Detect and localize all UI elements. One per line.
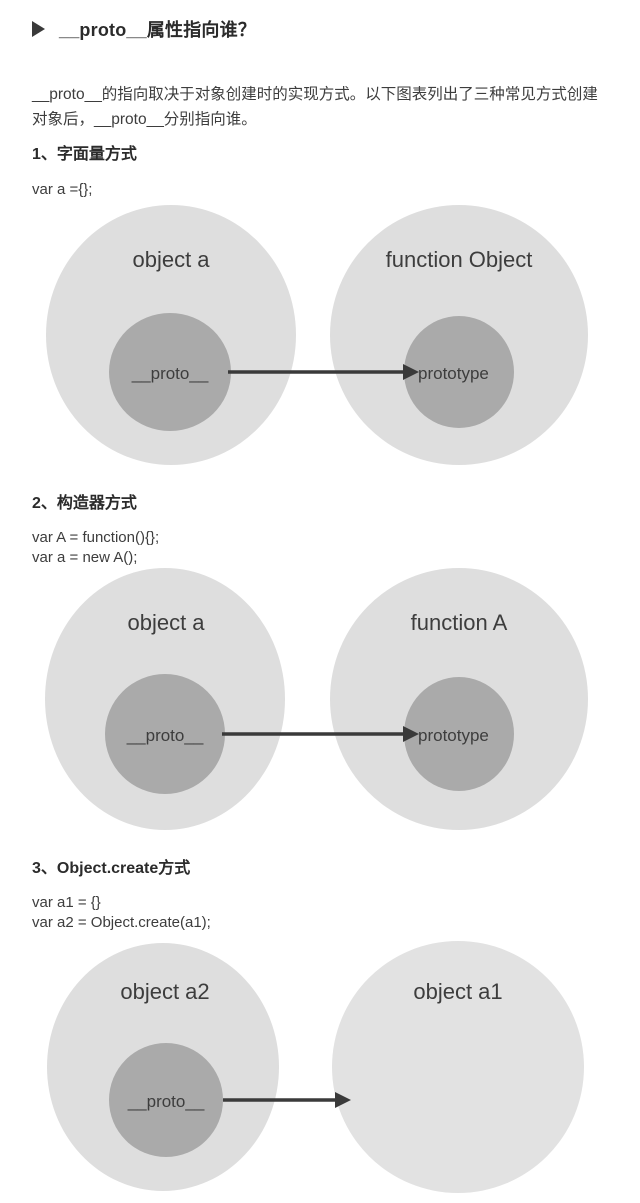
arrow-head-2 bbox=[403, 726, 419, 742]
code-block-2: var A = function(){}; var a = new A(); bbox=[32, 529, 160, 566]
diagram-3: object a2 object a1 __proto__ bbox=[0, 933, 640, 1203]
inner-circle-left bbox=[109, 313, 231, 431]
outer-label-right-2: function A bbox=[411, 610, 508, 635]
inner-circle-left bbox=[109, 1043, 223, 1157]
section-header-1: 1、字面量方式 bbox=[32, 146, 137, 163]
inner-label-left-3: __proto__ bbox=[127, 1092, 205, 1111]
triangle-right-icon bbox=[32, 21, 45, 37]
outer-circle-right bbox=[332, 941, 584, 1193]
intro-paragraph: __proto__的指向取决于对象创建时的实现方式。以下图表列出了三种常见方式创… bbox=[32, 85, 598, 128]
arrow-head-3 bbox=[335, 1092, 351, 1108]
section-header-2: 2、构造器方式 bbox=[32, 495, 137, 512]
inner-label-left-1: __proto__ bbox=[131, 364, 209, 383]
outer-label-left-3: object a2 bbox=[120, 979, 209, 1004]
outer-label-right-3: object a1 bbox=[413, 979, 502, 1004]
inner-circle-right bbox=[404, 677, 514, 791]
section-header-3: 3、Object.create方式 bbox=[32, 860, 191, 877]
inner-label-left-2: __proto__ bbox=[126, 726, 204, 745]
outer-label-right-1: function Object bbox=[386, 247, 533, 272]
diagram-2: object a function A __proto__ prototype bbox=[0, 568, 640, 830]
inner-circle-right bbox=[404, 316, 514, 428]
diagram-1: object a function Object __proto__ proto… bbox=[0, 205, 640, 465]
page-title-text: __proto__属性指向谁？ bbox=[59, 20, 257, 40]
inner-label-right-2: prototype bbox=[418, 726, 489, 745]
outer-label-left-2: object a bbox=[127, 610, 205, 635]
arrow-head-1 bbox=[403, 364, 419, 380]
page-title: __proto__属性指向谁？ bbox=[32, 16, 256, 42]
code-block-3: var a1 = {} var a2 = Object.create(a1); bbox=[32, 894, 211, 931]
code-block-1: var a ={}; bbox=[32, 181, 93, 198]
inner-label-right-1: prototype bbox=[418, 364, 489, 383]
outer-label-left-1: object a bbox=[132, 247, 210, 272]
inner-circle-left bbox=[105, 674, 225, 794]
